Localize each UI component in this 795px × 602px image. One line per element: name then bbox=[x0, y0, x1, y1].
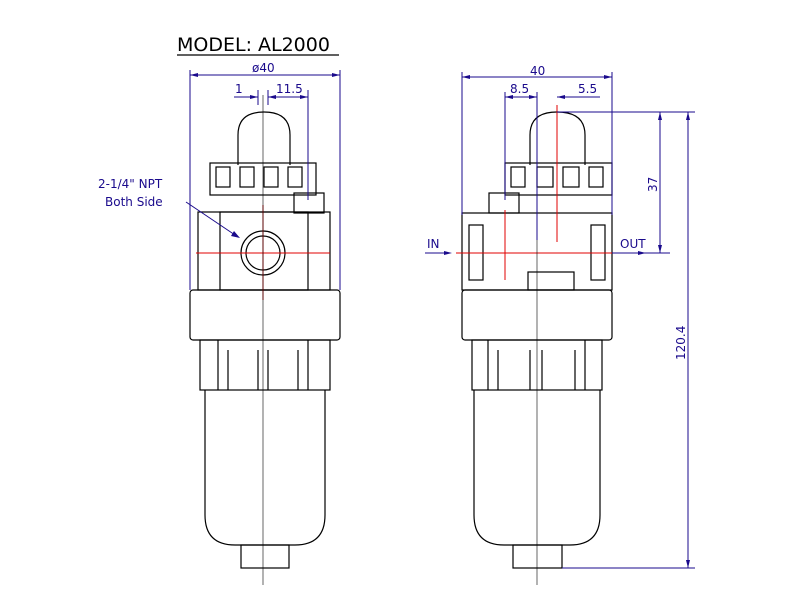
body-boss bbox=[527, 271, 575, 291]
dim-diameter: ø40 bbox=[252, 61, 275, 75]
dim-offset-left: 1 bbox=[235, 82, 243, 96]
collar bbox=[189, 289, 341, 341]
drawing-title: MODEL: AL2000 bbox=[177, 34, 330, 56]
drain-nut bbox=[240, 544, 290, 569]
front-view: ø40 1 11.5 2-1/4" NPT Both Side bbox=[98, 61, 341, 585]
bowl bbox=[204, 390, 326, 546]
port-face bbox=[219, 211, 309, 291]
ring-slots bbox=[215, 166, 303, 188]
guard-slots bbox=[217, 340, 309, 390]
side-view: 40 8.5 5.5 37 120.4 IN OUT bbox=[425, 64, 695, 585]
inlet-label: IN bbox=[427, 237, 440, 251]
cap-dome bbox=[237, 111, 291, 165]
port-note-line2: Both Side bbox=[105, 195, 163, 209]
dim-offset-right: 11.5 bbox=[276, 82, 303, 96]
guard-slots bbox=[487, 340, 586, 390]
dim-total-height: 120.4 bbox=[674, 326, 688, 360]
outlet-label: OUT bbox=[620, 237, 646, 251]
side-nut bbox=[488, 192, 520, 214]
dim-height-top: 37 bbox=[646, 177, 660, 192]
bowl-guard bbox=[199, 339, 331, 391]
side-nut bbox=[293, 192, 325, 214]
dim-width: 40 bbox=[530, 64, 545, 78]
knurled-ring bbox=[504, 162, 613, 196]
dim-left: 8.5 bbox=[510, 82, 529, 96]
drain-nut bbox=[512, 544, 563, 569]
dim-right: 5.5 bbox=[578, 82, 597, 96]
port-note-line1: 2-1/4" NPT bbox=[98, 177, 163, 191]
